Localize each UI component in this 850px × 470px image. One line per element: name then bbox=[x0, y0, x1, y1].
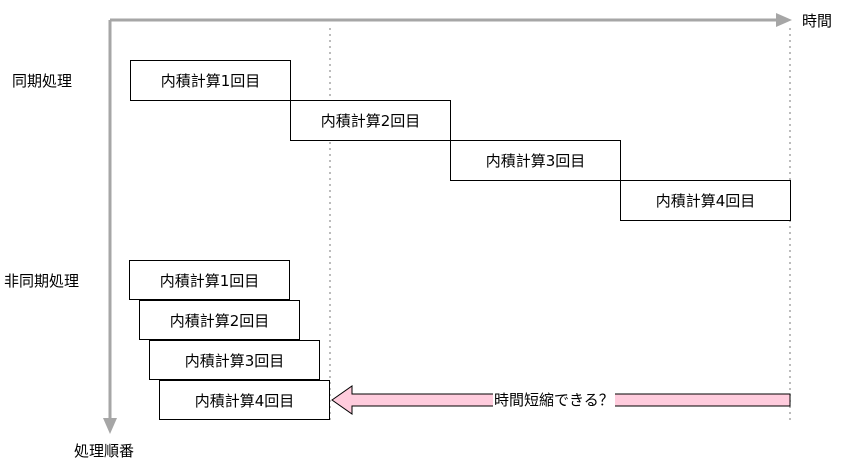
sync-label: 同期処理 bbox=[12, 72, 73, 90]
sync-step-4: 内積計算4回目 bbox=[620, 180, 791, 221]
async-step-4: 内積計算4回目 bbox=[159, 380, 330, 420]
order-axis-label: 処理順番 bbox=[74, 442, 135, 460]
sync-step-3: 内積計算3回目 bbox=[450, 140, 621, 181]
async-label: 非同期処理 bbox=[4, 272, 80, 290]
sync-step-1: 内積計算1回目 bbox=[130, 60, 291, 101]
sync-step-2: 内積計算2回目 bbox=[290, 100, 451, 141]
async-step-2: 内積計算2回目 bbox=[139, 300, 300, 340]
async-step-3: 内積計算3回目 bbox=[149, 340, 320, 380]
time-saving-question: 時間短縮できる？ bbox=[493, 390, 615, 410]
time-axis-arrowhead bbox=[776, 13, 792, 27]
time-axis-label: 時間 bbox=[802, 12, 833, 30]
order-axis-arrowhead bbox=[103, 418, 117, 434]
async-step-1: 内積計算1回目 bbox=[129, 260, 290, 300]
